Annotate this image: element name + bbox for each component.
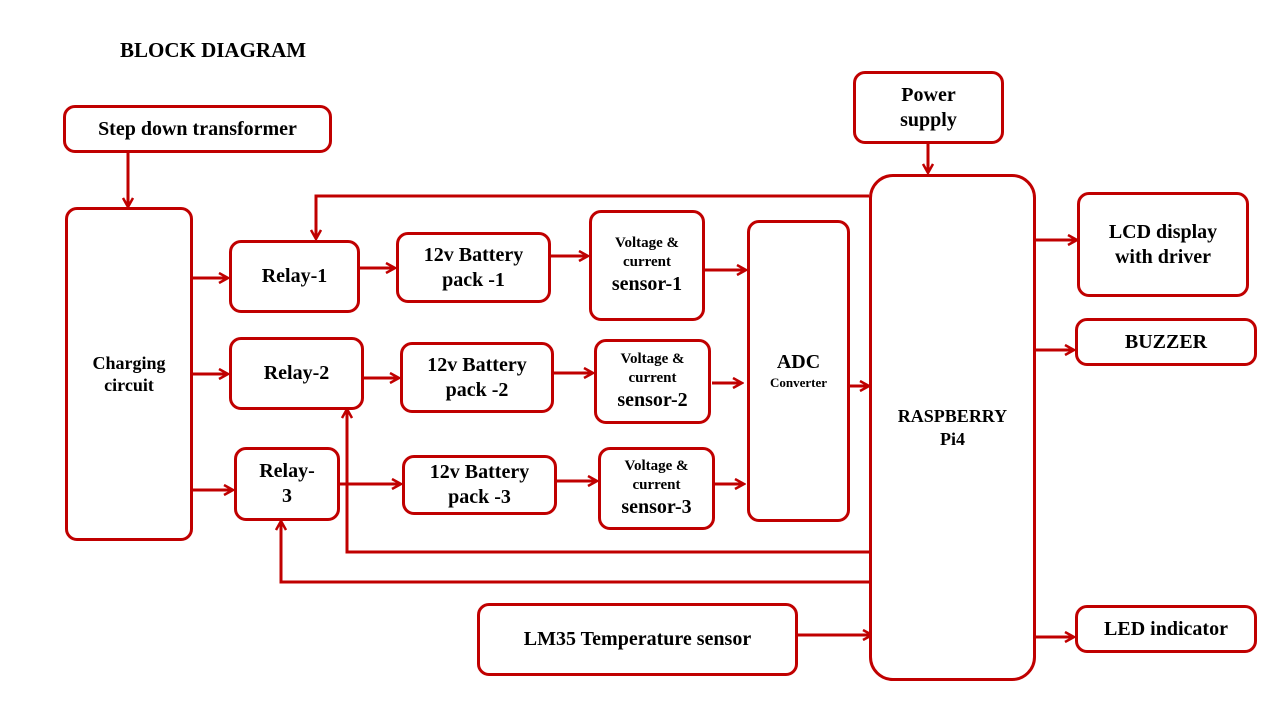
block-label-line: supply <box>900 108 957 131</box>
block-label-line: pack -1 <box>442 268 505 291</box>
block-label: LED indicator <box>1104 617 1228 640</box>
block-label-line: LCD display <box>1108 220 1218 243</box>
block-label-line: with driver <box>1114 245 1212 268</box>
block-lcd-display: LCD display with driver <box>1077 192 1249 297</box>
block-sensor-2: Voltage & current sensor-2 <box>594 339 711 424</box>
arrow-raspberry-to-relay3 <box>281 521 869 584</box>
block-label-line: current <box>628 370 677 386</box>
block-label-line: 12v Battery <box>423 243 524 266</box>
block-label-line: pack -2 <box>445 378 509 401</box>
block-label-line: sensor-2 <box>617 388 688 411</box>
block-label-line: RASPBERRY <box>897 406 1008 426</box>
block-power-supply: Power supply <box>853 71 1004 144</box>
block-charging-circuit: Charging circuit <box>65 207 193 541</box>
block-label: Step down transformer <box>98 117 297 140</box>
block-relay-2: Relay-2 <box>229 337 364 410</box>
block-sensor-3: Voltage & current sensor-3 <box>598 447 715 530</box>
block-battery-pack-3: 12v Battery pack -3 <box>402 455 557 515</box>
arrow-raspberry-to-relay2 <box>347 409 869 554</box>
block-label-line: Charging <box>92 352 166 373</box>
block-battery-pack-1: 12v Battery pack -1 <box>396 232 551 303</box>
block-label-line: current <box>632 477 681 493</box>
block-label: Relay-1 <box>261 265 328 287</box>
block-label-line: Voltage & <box>614 235 680 252</box>
block-relay-1: Relay-1 <box>229 240 360 313</box>
block-label: BUZZER <box>1124 330 1208 353</box>
block-battery-pack-2: 12v Battery pack -2 <box>400 342 554 413</box>
block-label-line: circuit <box>104 375 154 395</box>
diagram-title: BLOCK DIAGRAM <box>120 38 307 62</box>
block-label-line: Power <box>901 83 956 106</box>
block-label: LM35 Temperature sensor <box>523 628 752 650</box>
block-label-line: pack -3 <box>448 486 511 508</box>
block-step-down-transformer: Step down transformer <box>63 105 332 153</box>
block-label-line: 12v Battery <box>429 461 530 483</box>
block-label-line: sensor-1 <box>611 272 683 295</box>
block-label: Relay-2 <box>263 362 330 384</box>
block-led-indicator: LED indicator <box>1075 605 1257 653</box>
block-sensor-1: Voltage & current sensor-1 <box>589 210 705 321</box>
block-label-line: Voltage & <box>620 351 685 368</box>
block-label-line: Relay- <box>259 460 315 482</box>
block-relay-3: Relay- 3 <box>234 447 340 521</box>
block-label-line: Pi4 <box>940 428 965 449</box>
block-label-line: sensor-3 <box>621 495 692 518</box>
block-label-line: Voltage & <box>624 458 689 475</box>
block-label-line: 3 <box>282 485 292 507</box>
block-lm35-temperature-sensor: LM35 Temperature sensor <box>477 603 798 676</box>
block-adc-converter: ADC Converter <box>747 220 850 522</box>
block-buzzer: BUZZER <box>1075 318 1257 366</box>
block-label-line: ADC <box>776 351 821 374</box>
block-label-line: 12v Battery <box>427 353 527 376</box>
block-label-line: current <box>622 254 672 270</box>
block-raspberry-pi4: RASPBERRY Pi4 <box>869 174 1036 681</box>
arrow-raspberry-to-relay1 <box>316 194 869 239</box>
block-label-line: Converter <box>769 375 828 391</box>
